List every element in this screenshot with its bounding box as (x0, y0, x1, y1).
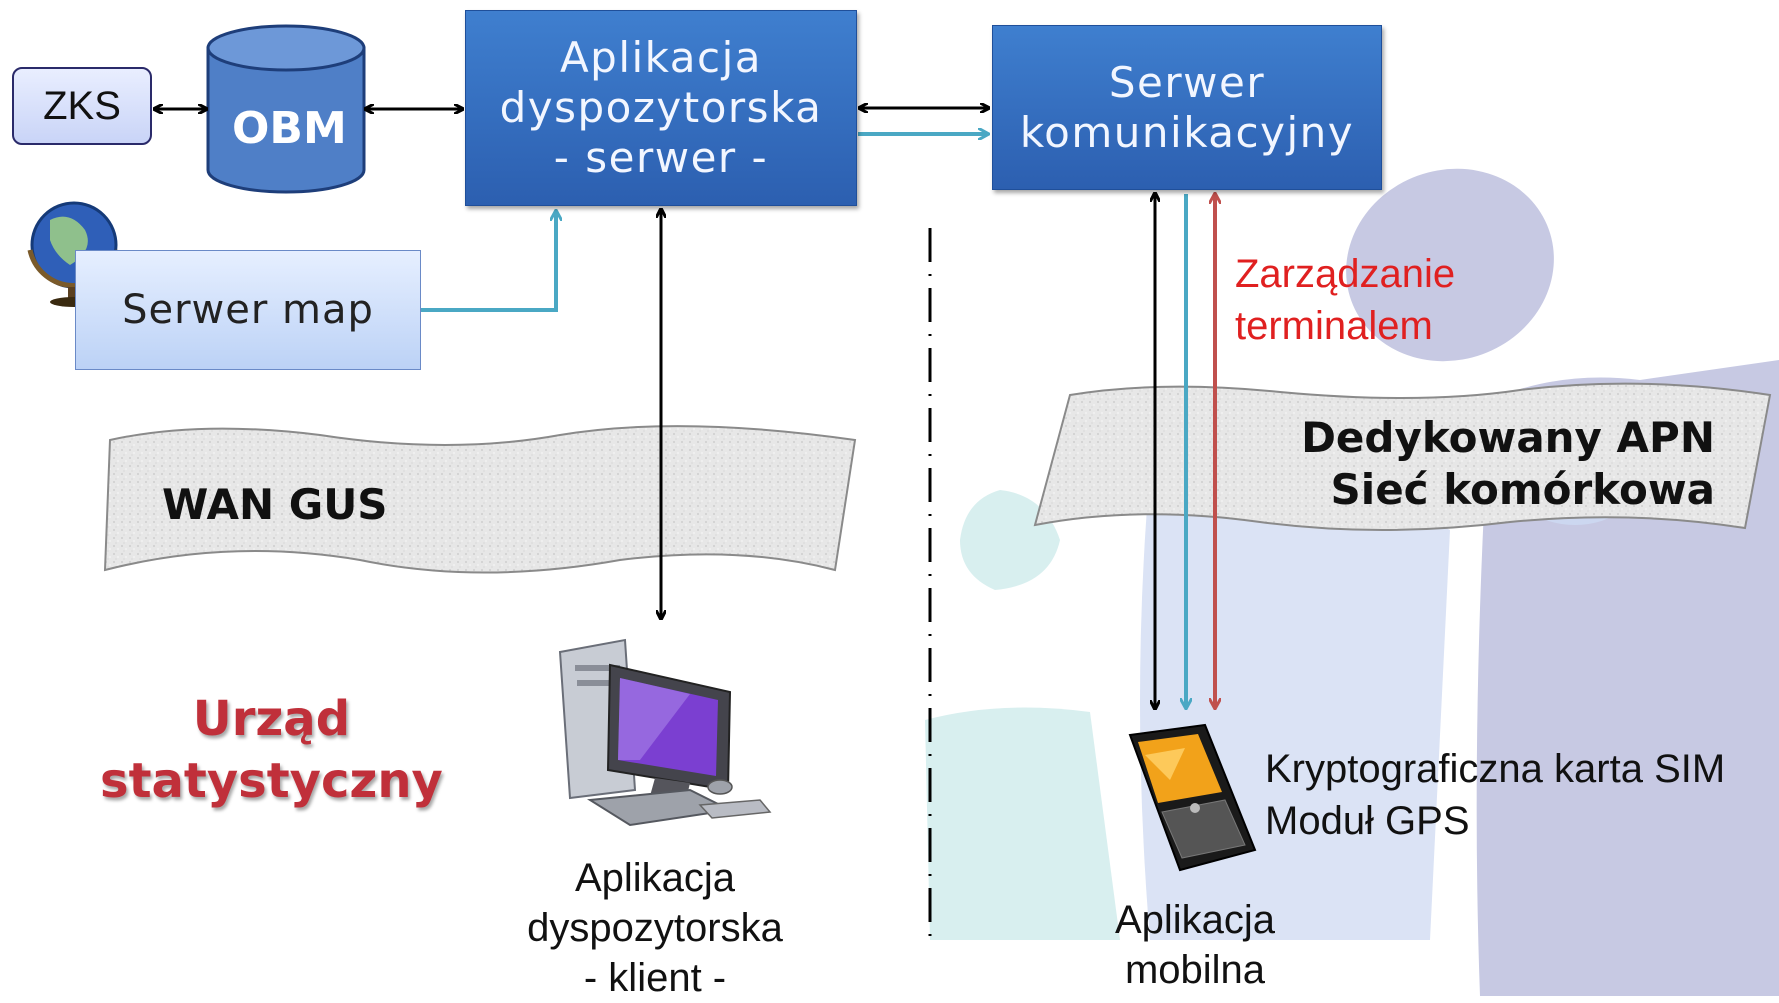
mobile-app-line-2: mobilna (1124, 948, 1266, 992)
apn-label-line-2: Sieć komórkowa (1330, 465, 1715, 514)
obm-database-icon (206, 24, 366, 194)
terminal-management-line-1: Zarządzanie (1235, 252, 1456, 296)
dispatcher-server-line-3: - serwer - (553, 133, 769, 182)
dispatcher-client-line-1: Aplikacja (574, 856, 736, 900)
terminal-management-label: Zarządzanie terminalem (1235, 248, 1455, 352)
apn-label: Dedykowany APN Sieć komórkowa (1301, 412, 1715, 516)
zks-node: ZKS (12, 67, 152, 145)
mobile-app-line-1: Aplikacja (1114, 898, 1276, 942)
comm-server-line-1: Serwer (1108, 57, 1266, 107)
zks-label: ZKS (43, 83, 121, 128)
wan-banner (103, 425, 857, 574)
statistical-office-line-2: statystyczny (100, 753, 443, 809)
statistical-office-line-1: Urząd (192, 691, 351, 747)
dispatcher-server-line-1: Aplikacja (559, 33, 763, 82)
statistical-office-label: Urząd statystyczny (100, 688, 443, 812)
comm-server-line-2: komunikacyjny (1019, 107, 1355, 157)
map-server-node: Serwer map (75, 250, 421, 370)
gps-module-label: Moduł GPS (1265, 799, 1470, 843)
dispatcher-client-line-2: dyspozytorska (527, 906, 783, 950)
communication-server-node: Serwer komunikacyjny (992, 25, 1382, 190)
apn-label-line-1: Dedykowany APN (1301, 413, 1715, 462)
crypto-sim-label: Kryptograficzna karta SIM (1265, 747, 1726, 791)
obm-label: OBM (232, 103, 347, 154)
dispatcher-client-line-3: - klient - (583, 956, 727, 1000)
mobile-phone-icon (1128, 723, 1257, 872)
mobile-app-label: Aplikacja mobilna (1090, 895, 1300, 995)
map-server-label: Serwer map (122, 287, 374, 333)
desktop-computer-icon (558, 638, 772, 827)
wan-label: WAN GUS (162, 480, 388, 529)
terminal-management-line-2: terminalem (1235, 304, 1433, 348)
dispatcher-server-line-2: dyspozytorska (499, 83, 823, 132)
dispatcher-client-label: Aplikacja dyspozytorska - klient - (510, 853, 800, 1003)
map-app-arrow (421, 211, 556, 312)
device-features-label: Kryptograficzna karta SIM Moduł GPS (1265, 743, 1725, 847)
dispatcher-server-node: Aplikacja dyspozytorska - serwer - (465, 10, 857, 206)
